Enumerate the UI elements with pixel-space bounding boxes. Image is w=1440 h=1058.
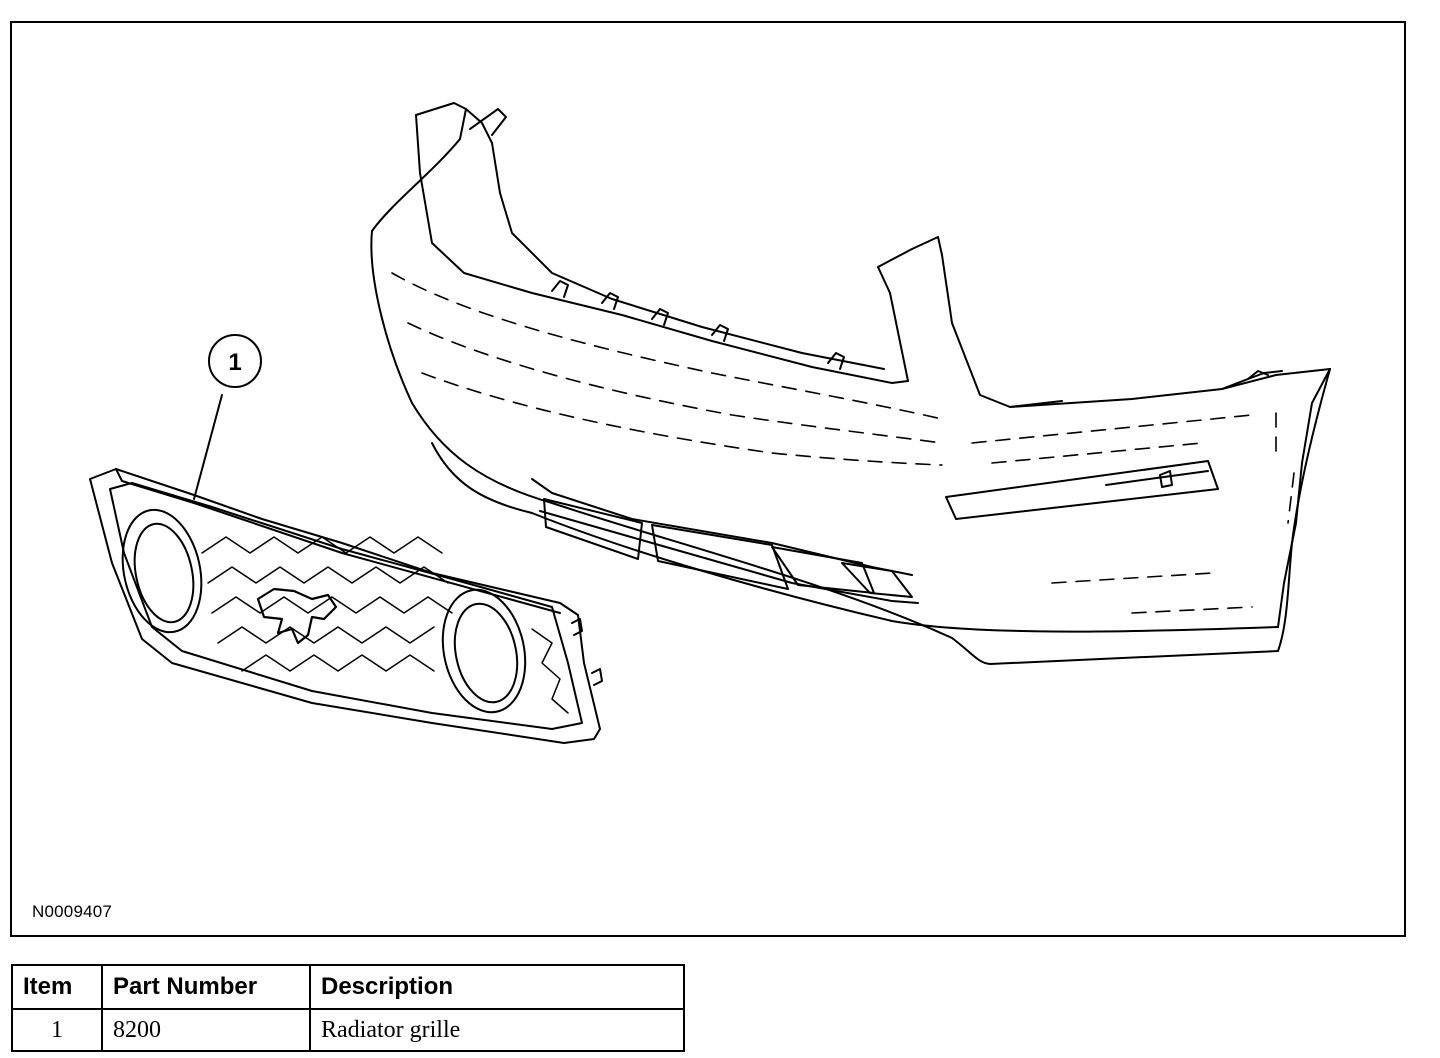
cell-part-number: 8200: [101, 1008, 311, 1052]
cell-description: Radiator grille: [309, 1008, 685, 1052]
callout-1-leader: [193, 394, 223, 500]
figure-frame: 1 N0009407: [10, 21, 1406, 937]
header-part-number: Part Number: [101, 964, 311, 1010]
radiator-grille-drawing: [89, 468, 603, 744]
callout-1-label: 1: [228, 349, 241, 376]
figure-id: N0009407: [32, 902, 113, 921]
cell-item: 1: [11, 1008, 103, 1052]
table-row: 1 8200 Radiator grille: [11, 1008, 685, 1052]
exploded-view-illustration: 1: [89, 102, 1331, 744]
parts-table: Item Part Number Description 1 8200 Radi…: [11, 964, 685, 1052]
callout-1-circle: [208, 334, 262, 388]
header-description: Description: [309, 964, 685, 1010]
front-bumper-cover-drawing: [370, 102, 1331, 665]
header-item: Item: [11, 964, 103, 1010]
parts-table-header-row: Item Part Number Description: [11, 964, 685, 1010]
